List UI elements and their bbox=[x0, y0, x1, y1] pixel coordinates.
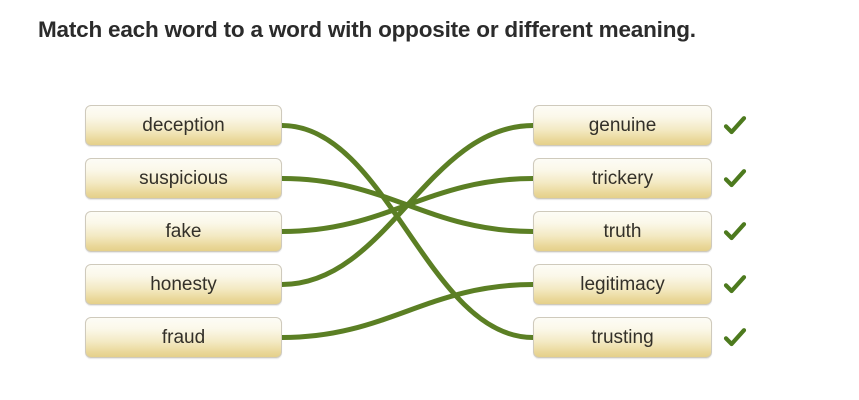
right-word-label: legitimacy bbox=[580, 273, 665, 295]
check-icon bbox=[722, 219, 748, 245]
check-icon bbox=[722, 113, 748, 139]
left-word-box[interactable]: suspicious bbox=[85, 158, 282, 199]
right-word-box[interactable]: truth bbox=[533, 211, 712, 252]
left-word-label: fraud bbox=[161, 326, 206, 348]
connector-line bbox=[279, 282, 536, 340]
left-word-label: fake bbox=[165, 220, 202, 242]
connector-line bbox=[279, 123, 536, 287]
page-title: Match each word to a word with opposite … bbox=[38, 17, 696, 42]
right-word-box[interactable]: trusting bbox=[533, 317, 712, 358]
left-word-box[interactable]: fake bbox=[85, 211, 282, 252]
check-icon bbox=[722, 325, 748, 351]
right-word-label: trusting bbox=[591, 326, 654, 348]
right-word-label: trickery bbox=[591, 167, 654, 189]
connector-line bbox=[279, 123, 536, 340]
left-word-box[interactable]: fraud bbox=[85, 317, 282, 358]
left-word-label: honesty bbox=[150, 273, 217, 295]
connector-line bbox=[279, 176, 536, 234]
left-word-box[interactable]: honesty bbox=[85, 264, 282, 305]
right-word-label: genuine bbox=[588, 114, 657, 136]
right-word-box[interactable]: legitimacy bbox=[533, 264, 712, 305]
right-word-box[interactable]: genuine bbox=[533, 105, 712, 146]
check-icon bbox=[722, 166, 748, 192]
check-icon bbox=[722, 272, 748, 298]
right-word-box[interactable]: trickery bbox=[533, 158, 712, 199]
left-word-box[interactable]: deception bbox=[85, 105, 282, 146]
left-word-label: suspicious bbox=[139, 167, 228, 189]
connector-line bbox=[279, 176, 536, 234]
left-word-label: deception bbox=[142, 114, 225, 136]
right-word-label: truth bbox=[603, 220, 642, 242]
